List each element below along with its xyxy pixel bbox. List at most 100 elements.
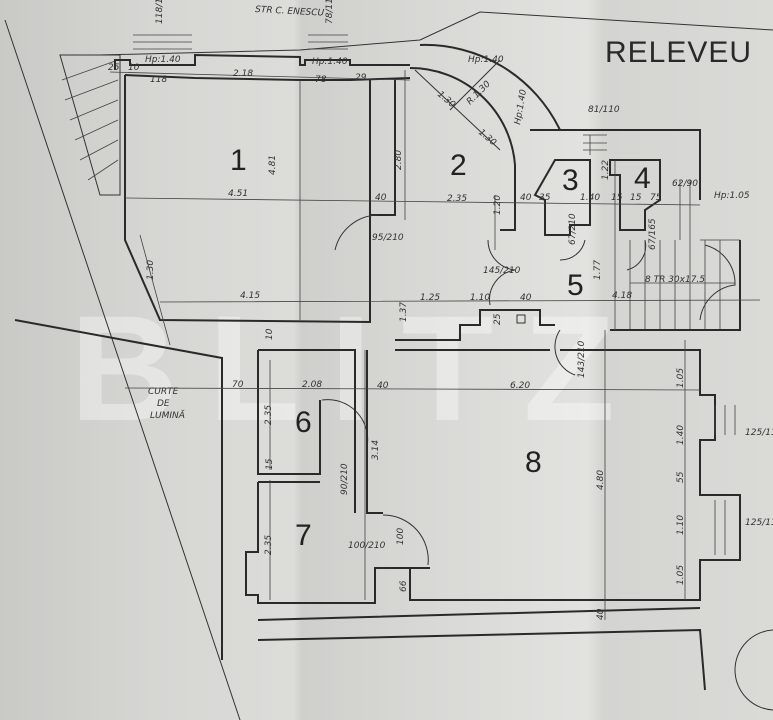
dim-125: 1.25 <box>420 293 440 303</box>
dim-620: 6.20 <box>510 381 530 391</box>
dim-235b: 2.35 <box>264 405 274 425</box>
dim-25: 25 <box>108 63 120 73</box>
dim-62-90: 62/90 <box>672 179 698 189</box>
door-143-swing <box>554 329 576 376</box>
dim-481: 4.81 <box>268 155 278 175</box>
street-name: STR C. ENESCU <box>255 5 325 19</box>
dim-280: 2.80 <box>394 150 404 170</box>
door-95-swing <box>334 214 379 251</box>
wall-1-2 <box>369 80 396 216</box>
column <box>516 314 526 324</box>
dim-140: 1.40 <box>580 193 600 203</box>
dim-75: 75 <box>650 193 662 203</box>
dim-win125b: 125/110 <box>745 518 773 528</box>
room-4-walls <box>609 159 661 231</box>
radius-lines <box>414 59 501 151</box>
dim-hp4: Hp:1.40 <box>513 89 529 126</box>
room-6-walls <box>257 349 356 475</box>
dim-177: 1.77 <box>593 260 603 280</box>
room-5-walls <box>395 309 555 341</box>
dim-137: 1.37 <box>399 302 409 322</box>
wall-7-8 <box>354 350 383 514</box>
dim-top-window2: 78/110 <box>325 0 335 24</box>
dim-r130a: 1.30 <box>435 90 457 111</box>
front-wall-inner <box>124 74 411 81</box>
door-145-swing <box>487 239 516 306</box>
dim-55: 55 <box>676 471 686 483</box>
front-wall <box>114 53 410 70</box>
dim-door100: 100/210 <box>348 541 386 551</box>
dim-418: 4.18 <box>612 291 632 301</box>
dim-70: 70 <box>232 380 244 390</box>
plan-title: RELEVEU <box>605 36 752 69</box>
dim-120: 1.20 <box>493 195 503 215</box>
dim-hp1: Hp:1.40 <box>145 55 181 65</box>
dim-122: 1.22 <box>601 160 611 180</box>
room-number-8: 8 <box>525 446 542 479</box>
dim-door95: 95/210 <box>372 233 404 243</box>
door-100-swing <box>382 514 429 566</box>
courtyard-label-1: CURTE <box>148 387 179 397</box>
window-sill-1 <box>133 34 192 50</box>
front-steps <box>714 405 736 555</box>
dim-40c: 40 <box>520 293 532 303</box>
dim-105b: 1.05 <box>676 565 686 585</box>
room-1-walls <box>124 75 371 324</box>
lot-boundary-left <box>4 19 241 720</box>
dim-door67a: 67/210 <box>568 213 578 245</box>
dim-10b: 10 <box>265 328 275 340</box>
dim-top-window1: 118/110 <box>155 0 165 24</box>
dim-15b: 15 <box>630 193 642 203</box>
dim-110: 1.10 <box>470 293 490 303</box>
dim-415: 4.15 <box>240 291 260 301</box>
dim-stairs: 8 TR 30x17.5 <box>645 275 705 285</box>
stair-wall <box>610 240 741 331</box>
stairs-right <box>629 240 735 330</box>
dim-10: 10 <box>128 63 140 73</box>
hatch <box>61 59 119 181</box>
dim-218: 2.18 <box>233 69 253 79</box>
dim-66: 66 <box>399 580 409 592</box>
dim-78: 78 <box>315 75 327 85</box>
dimension-labels: 118/110 78/110 Hp:1.40 Hp:1.40 Hp:1.40 H… <box>108 0 773 620</box>
dim-15a: 15 <box>611 193 623 203</box>
light-well-wall <box>14 319 223 660</box>
room-number-4: 4 <box>634 162 651 195</box>
dimension-lines <box>109 70 761 620</box>
room-8-walls <box>395 349 741 601</box>
dim-door145: 145/210 <box>483 266 521 276</box>
dim-140b: 1.40 <box>676 425 686 445</box>
dim-29: 29 <box>355 73 367 83</box>
dim-235c: 2.35 <box>264 535 274 555</box>
room-2-outer-arc <box>419 43 561 131</box>
dim-314: 3.14 <box>371 440 381 460</box>
dim-door67b: 67/165 <box>648 218 658 250</box>
courtyard-label-2: DE <box>157 399 170 409</box>
stairs-top <box>583 134 740 241</box>
room-7-walls <box>245 481 430 604</box>
street-edge <box>99 11 773 56</box>
dim-15c: 15 <box>265 458 275 470</box>
room-number-2: 2 <box>450 149 467 182</box>
dim-118: 118 <box>150 75 167 85</box>
dim-40b: 40 <box>520 193 532 203</box>
dim-480: 4.80 <box>596 470 606 490</box>
dim-door143: 143/210 <box>577 340 587 378</box>
door-67-swing <box>559 239 586 261</box>
dim-110b: 1.10 <box>676 515 686 535</box>
window-sill-2 <box>308 34 348 50</box>
stamp <box>734 629 773 711</box>
dim-hp2: Hp:1.40 <box>312 57 348 67</box>
rear-wall <box>257 607 706 691</box>
dim-40d: 40 <box>377 381 389 391</box>
door-67b-swing <box>626 239 647 271</box>
dim-235: 2.35 <box>447 194 467 204</box>
room-number-5: 5 <box>567 269 584 302</box>
hatched-wall <box>59 54 121 196</box>
dim-40e: 40 <box>596 608 606 620</box>
dim-105a: 1.05 <box>676 368 686 388</box>
room-2-east-wall <box>500 129 701 231</box>
dim-25b: 25 <box>493 313 503 325</box>
